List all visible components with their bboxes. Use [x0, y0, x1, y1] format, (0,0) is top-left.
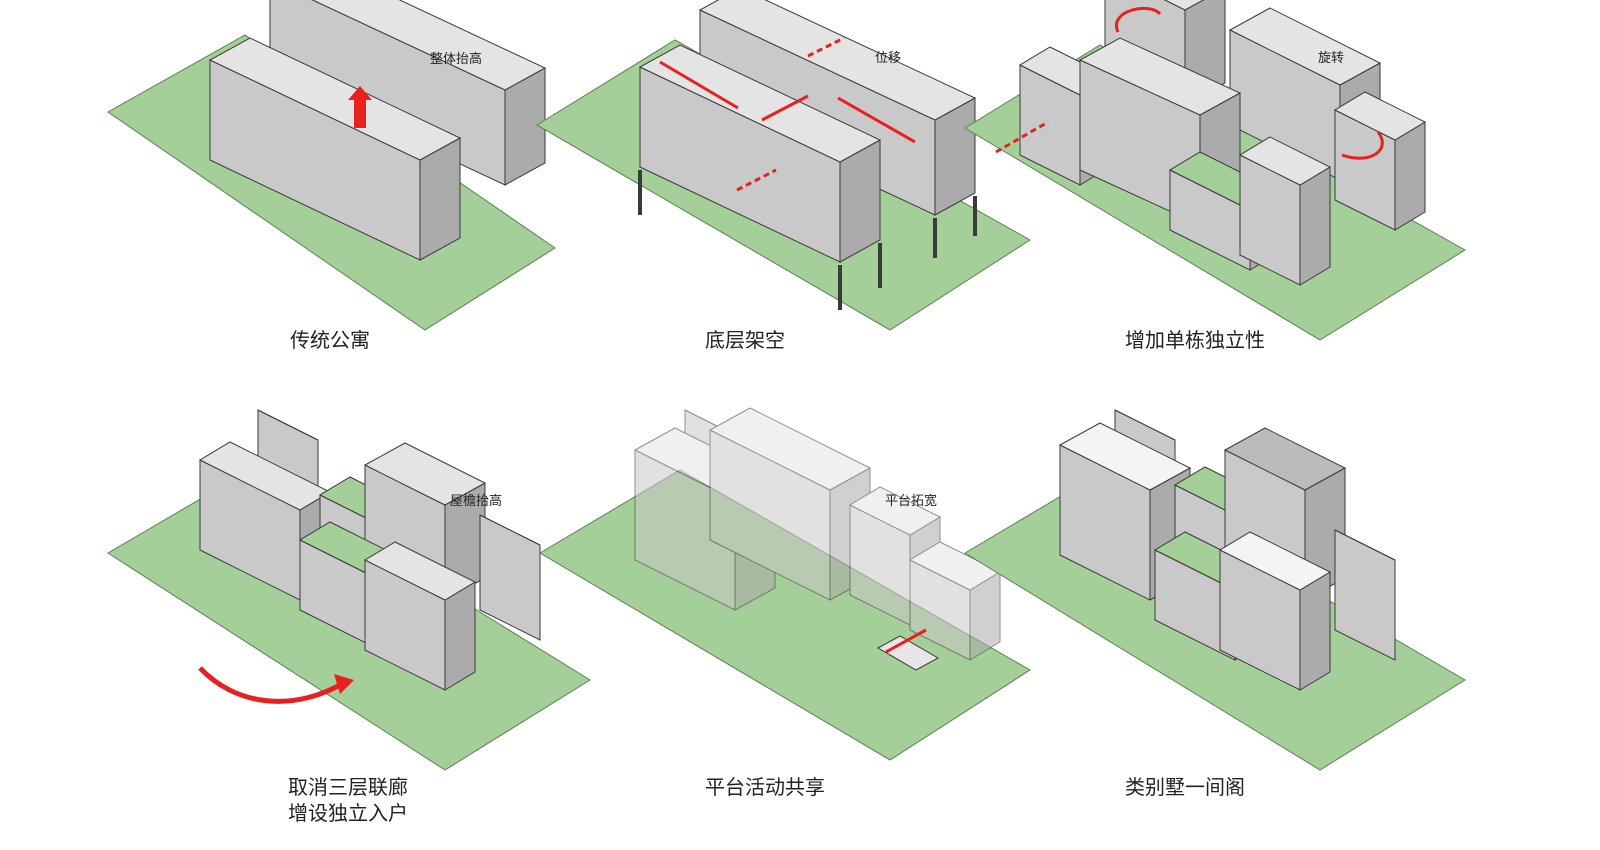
entrance-arrow [198, 666, 354, 704]
block-top-face [698, 0, 977, 121]
panel-caption: 底层架空 [705, 328, 785, 352]
panel-caption-line-1: 取消三层联廊 [288, 775, 408, 799]
block-top-face [1163, 0, 1205, 11]
block-top-face [1333, 91, 1427, 141]
block-top-face [1218, 531, 1332, 591]
block-top-face [708, 407, 872, 491]
panel-note: 整体抬高 [430, 51, 482, 67]
panel-caption-line-2: 增设独立入户 [288, 801, 408, 825]
block-top-face [208, 37, 462, 161]
block-top-face [1078, 37, 1242, 116]
panel-traditional-apartment: 整体抬高 传统公寓 [107, 0, 556, 352]
block-top-face [1238, 136, 1332, 186]
panel-independent-entrance: 屋檐抬高 取消三层联廊 增设独立入户 [107, 409, 591, 825]
block-top-face [257, 409, 319, 441]
panel-stilted-ground-floor: 位移 底层架空 [536, 0, 1031, 352]
widen-arrow [885, 628, 927, 654]
block-top-face [1058, 422, 1192, 491]
rotate-arrows [995, 6, 1384, 160]
panel-caption: 传统公寓 [290, 328, 370, 352]
block-top-face [363, 541, 477, 601]
block-right-face [444, 581, 476, 691]
building-mass [198, 409, 541, 691]
panel-villa-loft: 类别墅一间阁 [964, 409, 1466, 799]
panel-caption: 增加单栋独立性 [1125, 328, 1265, 352]
block-top-face [1114, 409, 1176, 441]
building-block [1238, 136, 1332, 286]
shift-arrows [659, 36, 916, 192]
shared-platform-deck [876, 635, 940, 671]
building-block [1333, 91, 1427, 231]
panel-caption: 类别墅一间阁 [1125, 775, 1245, 799]
panel-caption: 平台活动共享 [705, 775, 825, 799]
raise-arrow [348, 86, 372, 128]
block-top-face [848, 486, 942, 536]
building-block [479, 514, 541, 641]
building-block [363, 541, 477, 691]
block-top-face [363, 442, 487, 506]
panel-note: 平台拓宽 [885, 493, 937, 509]
panel-note: 位移 [875, 51, 901, 66]
panel-shared-platform: 平台拓宽 平台活动共享 [539, 407, 1031, 799]
building-mass [638, 0, 977, 310]
block-top-face [638, 44, 882, 163]
block-right-face [1299, 571, 1331, 691]
panel-note: 旋转 [1318, 51, 1344, 66]
building-mass [1058, 409, 1396, 691]
block-top-face [311, 0, 547, 91]
building-block [1334, 529, 1396, 661]
building-mass [208, 0, 547, 261]
block-right-face [1299, 166, 1331, 286]
block-top-face [479, 514, 541, 546]
building-mass [1018, 0, 1427, 286]
block-top-face [1334, 529, 1396, 561]
panel-note: 屋檐抬高 [450, 493, 502, 509]
building-block [638, 44, 882, 263]
block-top-face [1228, 7, 1382, 86]
building-block [1218, 531, 1332, 691]
block-right-face [1394, 121, 1426, 231]
block-top-face [1223, 427, 1347, 491]
panel-unit-independence: 旋转 增加单栋独立性 [964, 0, 1466, 352]
building-block [208, 37, 462, 261]
